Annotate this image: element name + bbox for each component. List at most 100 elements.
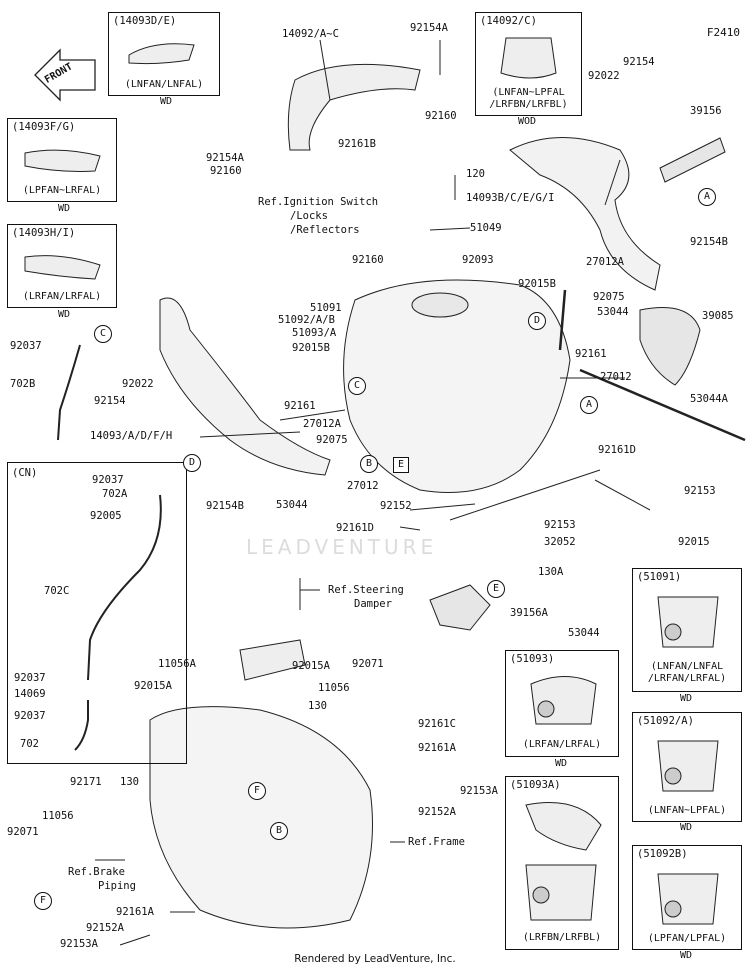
- part-92153-r2: 92153: [544, 519, 576, 531]
- top-cover-shape: [287, 63, 421, 151]
- part-92161b: 92161B: [338, 138, 376, 150]
- part-39156a: 39156A: [510, 607, 548, 619]
- callout-b-mid: B: [360, 455, 378, 473]
- part-92015a-left: 92015A: [134, 680, 172, 692]
- cn-label: (CN): [12, 467, 38, 479]
- inset-51091: (51091) (LNFAN/LNFAL /LRFAN/LRFAL): [632, 568, 742, 692]
- part-92161c: 92161C: [418, 718, 456, 730]
- fuel-tank-shape: [343, 279, 571, 493]
- part-702b: 702B: [10, 378, 36, 390]
- part-14092ac: 14092/A~C: [282, 28, 339, 40]
- part-53044a: 53044A: [690, 393, 728, 405]
- callout-e-mid: E: [393, 457, 409, 473]
- part-92161d-low: 92161D: [336, 522, 374, 534]
- part-92015a-right: 92015A: [292, 660, 330, 672]
- part-92152a-mid: 92152A: [418, 806, 456, 818]
- part-11056a: 11056A: [158, 658, 196, 670]
- part-92071-top: 92071: [352, 658, 384, 670]
- figure-code: F2410: [706, 26, 740, 39]
- ref-brake-2: Piping: [98, 880, 136, 892]
- part-92075-right: 92075: [593, 291, 625, 303]
- rod-53044: [558, 289, 567, 351]
- left-side-cover-shape: [159, 297, 331, 476]
- part-130-mid: 130: [308, 700, 327, 712]
- callout-c-mid: C: [348, 377, 366, 395]
- frame-shape: [149, 706, 373, 929]
- ref-steering-2: Damper: [354, 598, 392, 610]
- part-92154a-left: 92154A: [206, 152, 244, 164]
- tank-filler-opening: [411, 292, 469, 318]
- part-51049: 51049: [470, 222, 502, 234]
- cn-box: (CN): [7, 462, 187, 764]
- part-92152a-low: 92152A: [86, 922, 124, 934]
- right-side-cover-shape: [509, 137, 661, 291]
- part-92075-mid: 92075: [316, 434, 348, 446]
- ref-frame: Ref.Frame: [408, 836, 465, 848]
- watermark: LEADVENTURE: [246, 535, 438, 559]
- part-14093adfh: 14093/A/D/F/H: [90, 430, 173, 442]
- part-92022-left: 92022: [122, 378, 154, 390]
- part-92153-r1: 92153: [684, 485, 716, 497]
- decal-shape: [659, 137, 726, 183]
- part-53044-low: 53044: [568, 627, 600, 639]
- part-39156: 39156: [690, 105, 722, 117]
- part-92022-right: 92022: [588, 70, 620, 82]
- inset-14093fg: (14093F/G) (LPFAN~LRFAL): [7, 118, 117, 202]
- hose-702b: [57, 344, 81, 441]
- part-92154b-left: 92154B: [206, 500, 244, 512]
- inset-14092c: (14092/C) (LNFAN~LPFAL /LRFBN/LRFBL): [475, 12, 582, 116]
- part-53044-right: 53044: [597, 306, 629, 318]
- part-14093bcegi: 14093B/C/E/G/I: [466, 192, 555, 204]
- part-92037-cn3: 92037: [14, 710, 46, 722]
- part-92015b-right: 92015B: [518, 278, 556, 290]
- ref-ignition-2: /Locks: [290, 210, 328, 222]
- rod-53044a: [579, 368, 746, 442]
- inset-51092a: (51092/A) (LNFAN~LPFAL): [632, 712, 742, 822]
- part-92153a-mid: 92153A: [460, 785, 498, 797]
- hose-702: [74, 700, 89, 751]
- ref-ignition-1: Ref.Ignition Switch: [258, 196, 379, 208]
- callout-d-right: D: [528, 312, 546, 330]
- part-120: 120: [466, 168, 485, 180]
- part-702c: 702C: [44, 585, 70, 597]
- part-53044-mid: 53044: [276, 499, 308, 511]
- inset-51093a: (51093A) (LRFBN/LRFBL): [505, 776, 619, 950]
- part-92093: 92093: [462, 254, 494, 266]
- part-14069: 14069: [14, 688, 46, 700]
- callout-f-mid: F: [248, 782, 266, 800]
- callout-e-low: E: [487, 580, 505, 598]
- part-27012-right: 27012: [600, 371, 632, 383]
- part-92005: 92005: [90, 510, 122, 522]
- inset-14093de: (14093D/E) (LNFAN/LNFAL): [108, 12, 220, 96]
- part-11056-mid: 11056: [318, 682, 350, 694]
- part-92154-right: 92154: [623, 56, 655, 68]
- part-130a: 130A: [538, 566, 564, 578]
- part-92161a-low: 92161A: [116, 906, 154, 918]
- part-11056-left: 11056: [42, 810, 74, 822]
- part-92153a-low: 92153A: [60, 938, 98, 950]
- part-130-left: 130: [120, 776, 139, 788]
- part-51093a: 51093/A: [292, 327, 337, 339]
- hose-702c: [87, 494, 162, 681]
- ref-ignition-3: /Reflectors: [290, 224, 360, 236]
- part-92161-right: 92161: [575, 348, 607, 360]
- inset-51093: (51093) (LRFAN/LRFAL): [505, 650, 619, 757]
- callout-d-left: D: [183, 454, 201, 472]
- part-27012a-right: 27012A: [586, 256, 624, 268]
- part-92171: 92171: [70, 776, 102, 788]
- decal-k-shape: [429, 584, 491, 631]
- part-27012a-mid: 27012A: [303, 418, 341, 430]
- part-92161d: 92161D: [598, 444, 636, 456]
- part-92071-left: 92071: [7, 826, 39, 838]
- part-92037-cn2: 92037: [14, 672, 46, 684]
- callout-a-top: A: [698, 188, 716, 206]
- ref-brake-1: Ref.Brake: [68, 866, 125, 878]
- part-27012-mid: 27012: [347, 480, 379, 492]
- footer-credit: Rendered by LeadVenture, Inc.: [294, 953, 456, 965]
- part-92161-mid: 92161: [284, 400, 316, 412]
- part-92160-mid: 92160: [352, 254, 384, 266]
- callout-f-low: F: [34, 892, 52, 910]
- part-92015b-mid: 92015B: [292, 342, 330, 354]
- part-39085: 39085: [702, 310, 734, 322]
